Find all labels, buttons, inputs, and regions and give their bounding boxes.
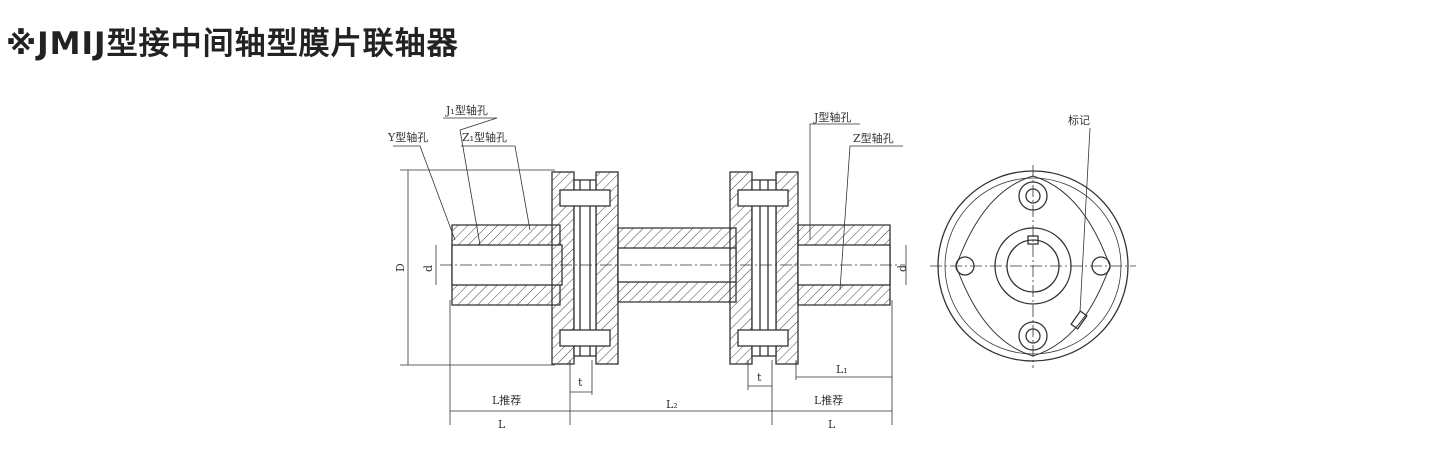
label-d-left: d — [422, 265, 435, 272]
label-L-left: L — [498, 418, 506, 431]
label-t-left: t — [578, 376, 583, 389]
label-z-bore: Z型轴孔 — [853, 131, 894, 145]
label-L1: L₁ — [836, 363, 848, 376]
label-L-right: L — [828, 418, 836, 431]
page-title: ※JMIJ型接中间轴型膜片联轴器 — [6, 26, 459, 62]
side-view — [393, 117, 907, 425]
label-j1-bore: J₁型轴孔 — [445, 103, 488, 117]
label-mark: 标记 — [1068, 113, 1090, 127]
label-D: D — [394, 263, 407, 272]
label-z1-bore: Z₁型轴孔 — [462, 130, 507, 144]
label-j-bore: J型轴孔 — [813, 110, 851, 124]
label-L-rec-left: L推荐 — [492, 393, 521, 407]
end-view — [930, 127, 1136, 368]
label-t-right: t — [757, 371, 762, 384]
label-y-bore: Y型轴孔 — [387, 130, 428, 144]
label-d-right: d — [896, 265, 909, 272]
label-L2: L₂ — [666, 398, 678, 411]
label-L-rec-right: L推荐 — [814, 393, 843, 407]
